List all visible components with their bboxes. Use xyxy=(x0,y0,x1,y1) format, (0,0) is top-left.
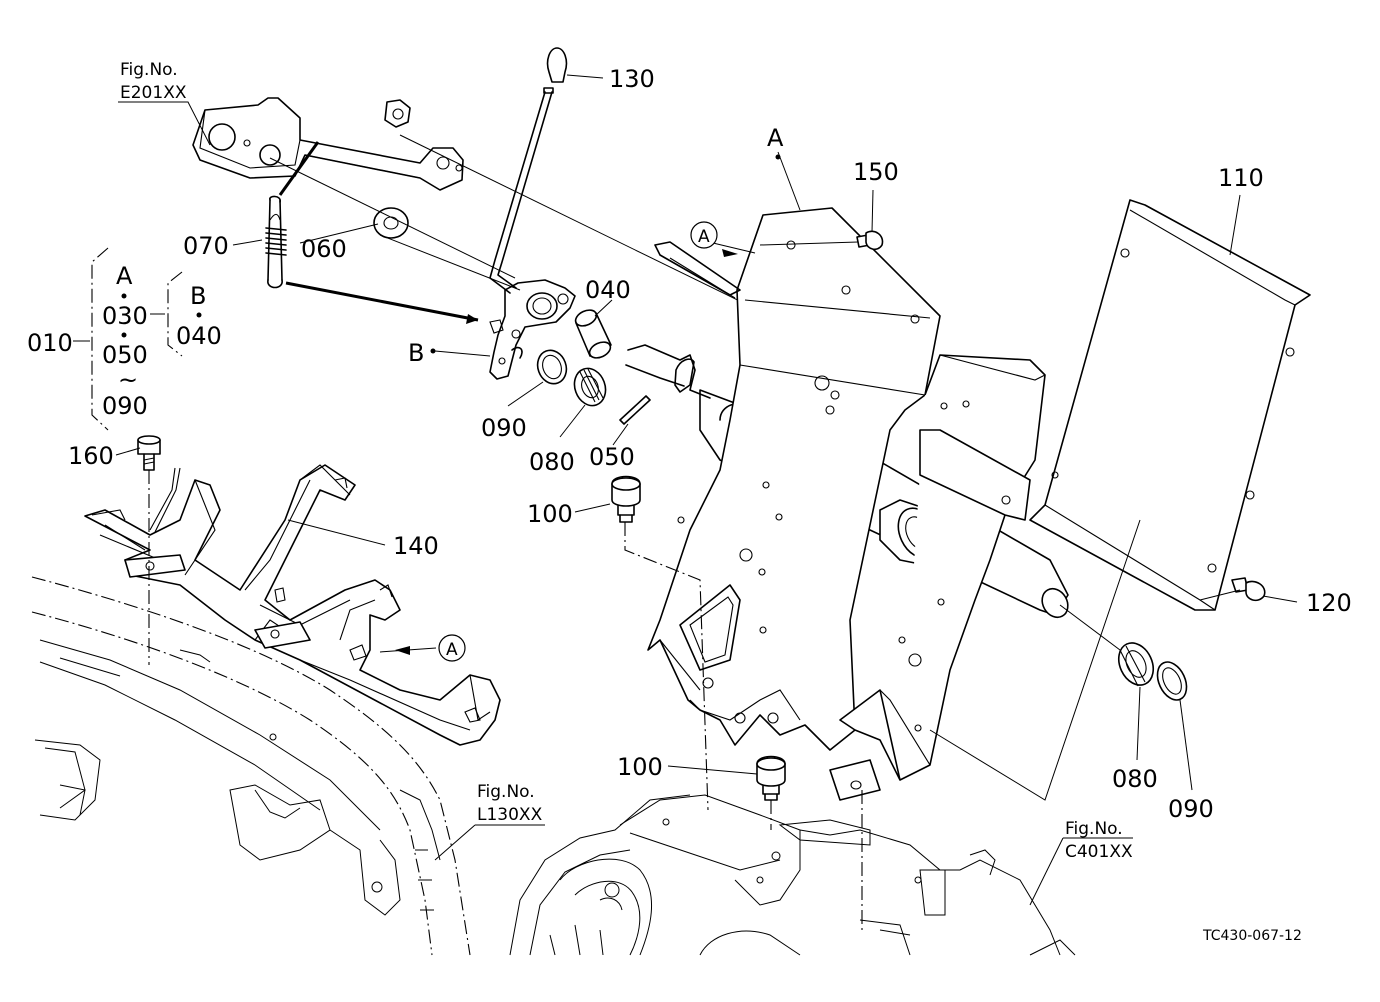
group-key: 010 A 030 050 ~ 090 B 040 xyxy=(27,247,222,431)
fig-ref-l130xx-label: Fig.No. xyxy=(477,782,535,802)
group-tilde: ~ xyxy=(118,366,138,394)
bracket-140 xyxy=(84,464,501,746)
fig-ref-c401xx-number: C401XX xyxy=(1065,842,1133,862)
bolt-150 xyxy=(856,230,884,251)
part-label-070: 070 xyxy=(183,232,229,260)
upper-bracket xyxy=(192,97,464,191)
part-label-060: 060 xyxy=(301,235,347,263)
part-label-120: 120 xyxy=(1306,589,1352,617)
cushion-100-lower xyxy=(756,755,786,801)
drawing-code: TC430-067-12 xyxy=(1202,928,1302,944)
fig-ref-c401xx-label: Fig.No. xyxy=(1065,819,1123,839)
part-label-050: 050 xyxy=(589,443,635,471)
part-label-150: 150 xyxy=(853,158,899,186)
bolt-160 xyxy=(137,435,161,471)
part-label-140: 140 xyxy=(393,532,439,560)
plate-tab xyxy=(654,241,741,299)
part-label-160: 160 xyxy=(68,442,114,470)
cover-110 xyxy=(1029,199,1311,611)
part-label-130: 130 xyxy=(609,65,655,93)
bearing-080-left xyxy=(573,367,607,407)
letter-label-a: A xyxy=(767,124,784,152)
group-item-090: 090 xyxy=(102,392,148,420)
part-label-080-right: 080 xyxy=(1112,765,1158,793)
collar-040 xyxy=(574,309,612,359)
group-item-040: 040 xyxy=(176,322,222,350)
lever-130 xyxy=(489,47,576,380)
main-bracket xyxy=(647,207,1046,801)
group-set-a-letter: A xyxy=(116,262,133,290)
transmission-case xyxy=(509,794,1076,956)
part-label-100-lower: 100 xyxy=(617,753,663,781)
fig-ref-l130xx-number: L130XX xyxy=(477,805,543,825)
fig-ref-e201xx-number: E201XX xyxy=(120,83,187,103)
spring-070 xyxy=(265,195,287,289)
callout-a-lower: A xyxy=(446,640,458,660)
fig-ref-e201xx-label: Fig.No. xyxy=(120,60,178,80)
group-id-010: 010 xyxy=(27,329,73,357)
callout-a-upper: A xyxy=(698,227,710,247)
frame-outline xyxy=(31,576,471,956)
leader-lines xyxy=(115,74,1298,930)
bolt-120 xyxy=(1231,577,1266,602)
bearing-080-right xyxy=(1117,642,1155,687)
letter-label-b: B xyxy=(408,339,424,367)
group-item-030: 030 xyxy=(102,302,148,330)
part-label-080-left: 080 xyxy=(529,448,575,476)
part-label-100-upper: 100 xyxy=(527,500,573,528)
pin-050 xyxy=(619,395,651,425)
label-group: 130 150 110 070 060 040 090 080 050 100 … xyxy=(68,60,1352,944)
ring-090-right xyxy=(1156,661,1188,701)
part-label-090-right: 090 xyxy=(1168,795,1214,823)
cushion-100-upper xyxy=(611,475,641,523)
part-label-040: 040 xyxy=(585,276,631,304)
group-item-050: 050 xyxy=(102,341,148,369)
washer-060 xyxy=(373,207,409,239)
part-label-110: 110 xyxy=(1218,164,1264,192)
ring-090-left xyxy=(536,349,568,385)
group-set-b-letter: B xyxy=(190,282,206,310)
part-label-090-left: 090 xyxy=(481,414,527,442)
